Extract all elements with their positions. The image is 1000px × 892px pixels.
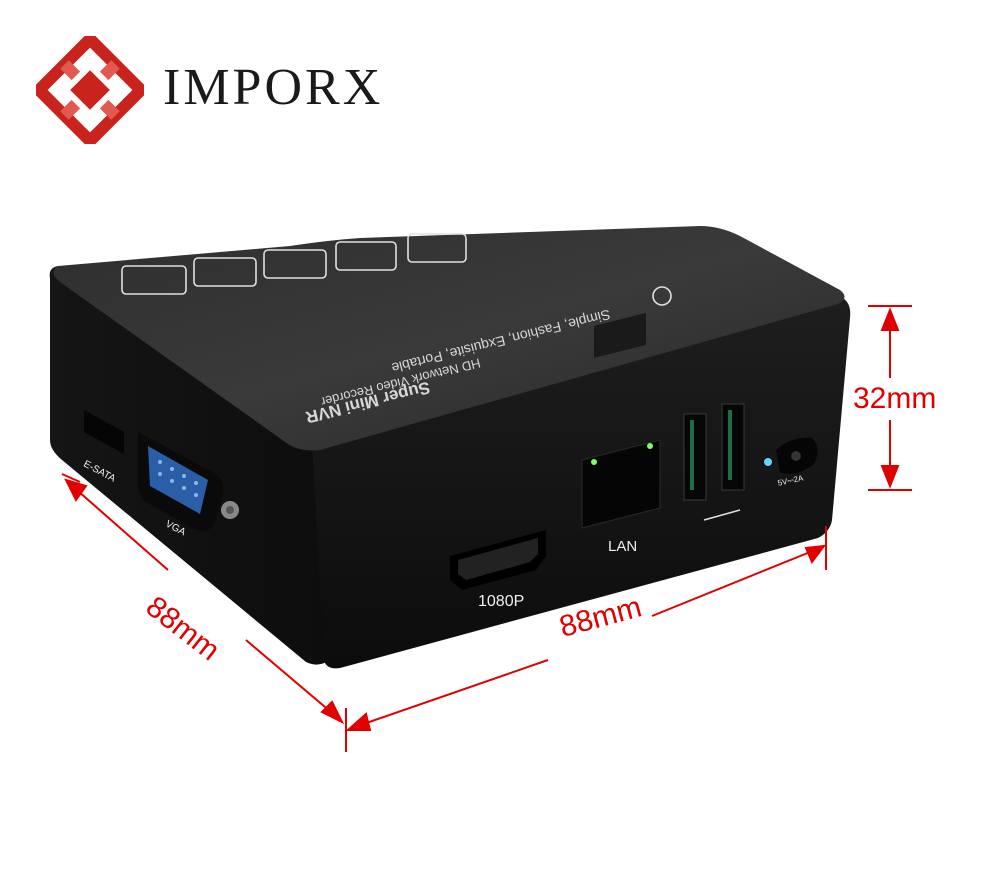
- brand-name: IMPORX: [163, 59, 384, 116]
- brand-logo-icon: [36, 36, 144, 144]
- hdmi-port-label: 1080P: [478, 593, 525, 610]
- height-dimension-label: 32mm: [853, 382, 937, 415]
- lan-port-label: LAN: [608, 538, 638, 555]
